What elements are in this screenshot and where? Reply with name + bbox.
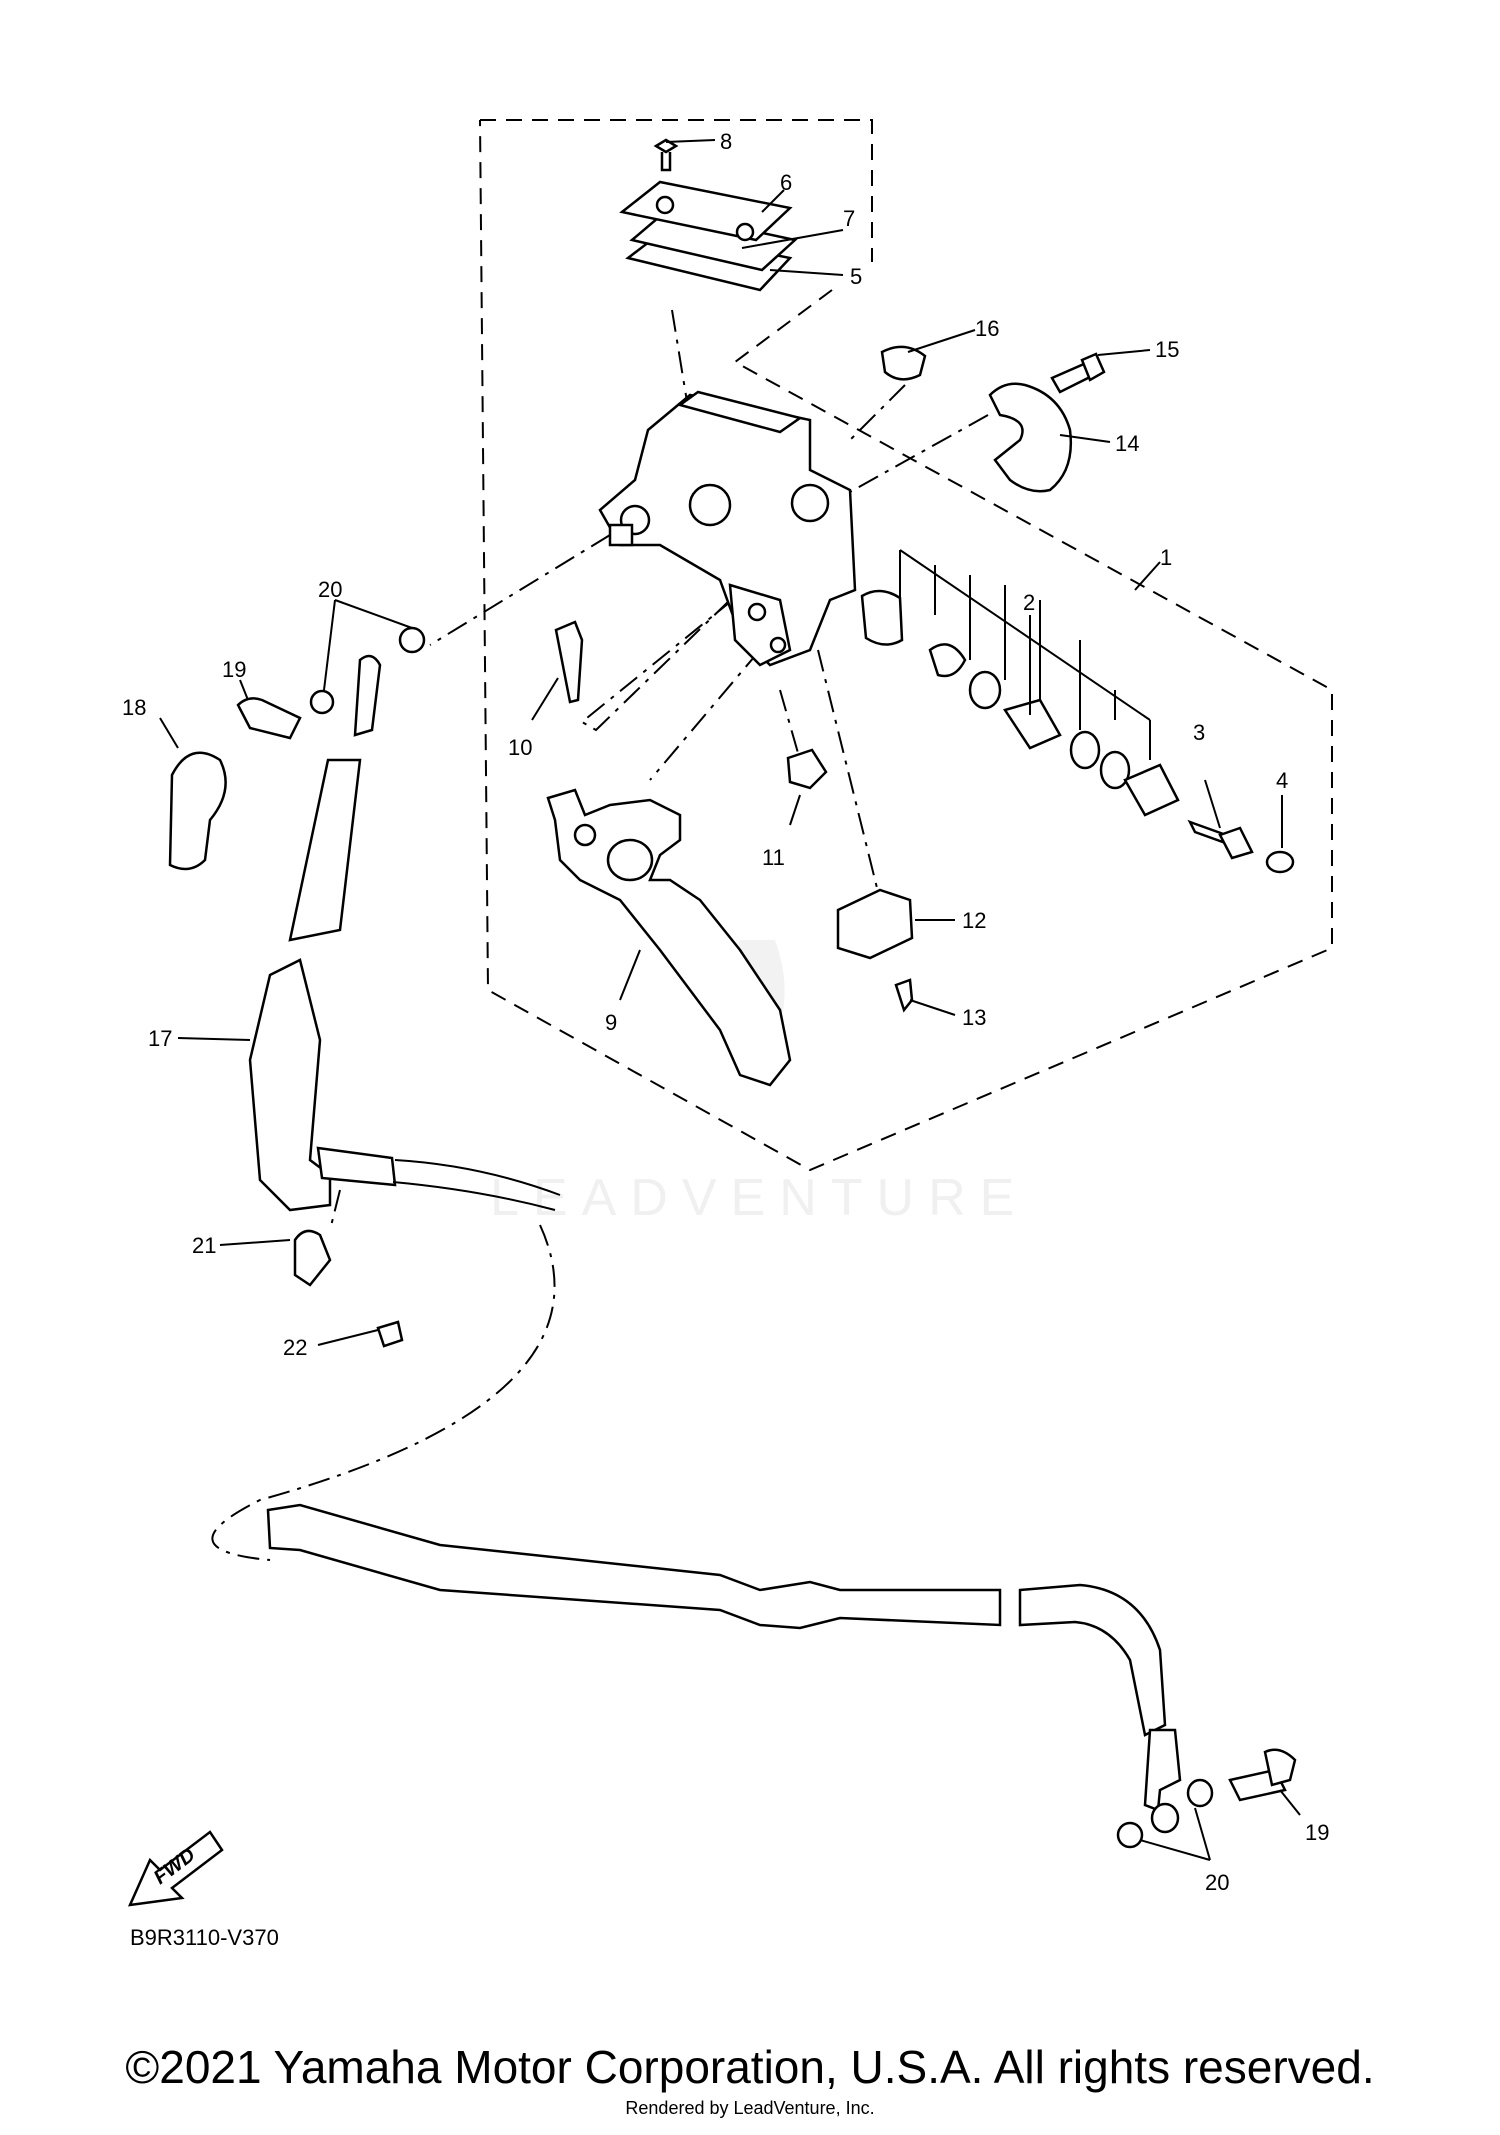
clutch-switch xyxy=(836,888,914,1013)
callout-13: 13 xyxy=(962,1005,986,1030)
fwd-arrow: FWD xyxy=(127,1830,224,1907)
callout-7: 7 xyxy=(843,206,855,231)
callout-18: 18 xyxy=(122,695,146,720)
callout-19-top: 19 xyxy=(222,657,246,682)
callout-22: 22 xyxy=(283,1335,307,1360)
boot xyxy=(1265,850,1295,874)
holder xyxy=(988,382,1072,493)
callout-19-bottom: 19 xyxy=(1305,1820,1329,1845)
rendered-by-notice: Rendered by LeadVenture, Inc. xyxy=(625,2098,875,2118)
diagram-code: B9R3110-V370 xyxy=(130,1925,279,1950)
hose-clamp xyxy=(293,1229,404,1348)
holder-bolt xyxy=(1050,352,1106,394)
callout-3: 3 xyxy=(1193,720,1205,745)
callout-6: 6 xyxy=(780,170,792,195)
leader-lines xyxy=(159,139,1301,1861)
callout-15: 15 xyxy=(1155,337,1179,362)
diaphragm-plate xyxy=(629,210,798,272)
callout-8: 8 xyxy=(720,129,732,154)
clutch-lever xyxy=(546,788,792,1087)
callout-10: 10 xyxy=(508,735,532,760)
reservoir-cap-assembly xyxy=(619,138,798,292)
cap-screw xyxy=(653,138,679,172)
callout-9: 9 xyxy=(605,1010,617,1035)
pivot-bolt xyxy=(554,620,584,704)
lever-nut xyxy=(786,748,828,790)
callout-20-top: 20 xyxy=(318,577,342,602)
callout-12: 12 xyxy=(962,908,986,933)
hose-boot xyxy=(168,751,227,871)
callout-21: 21 xyxy=(192,1233,216,1258)
callout-20-bottom: 20 xyxy=(1205,1870,1229,1895)
hose-bottom-fittings xyxy=(1116,1748,1297,1849)
callouts: 8 6 7 5 16 15 14 1 2 3 4 11 12 13 10 9 2… xyxy=(122,129,1329,1895)
watermark-text: LEADVENTURE xyxy=(490,1169,1028,1227)
rubber-cap xyxy=(880,345,927,381)
callout-4: 4 xyxy=(1276,768,1288,793)
hose-top-fittings xyxy=(168,626,426,871)
callout-11: 11 xyxy=(762,845,785,870)
master-cylinder-body xyxy=(598,390,857,667)
callout-16: 16 xyxy=(975,316,999,341)
callout-14: 14 xyxy=(1115,431,1139,456)
callout-2: 2 xyxy=(1023,590,1035,615)
guide-lines xyxy=(211,309,1151,1561)
callout-5: 5 xyxy=(850,264,862,289)
callout-1: 1 xyxy=(1160,545,1172,570)
copyright-notice: ©2021 Yamaha Motor Corporation, U.S.A. A… xyxy=(125,2041,1375,2093)
clutch-hose xyxy=(248,654,1182,1812)
callout-17: 17 xyxy=(148,1026,172,1051)
assembly-boundary xyxy=(479,119,1333,1172)
piston-kit xyxy=(860,589,1295,874)
